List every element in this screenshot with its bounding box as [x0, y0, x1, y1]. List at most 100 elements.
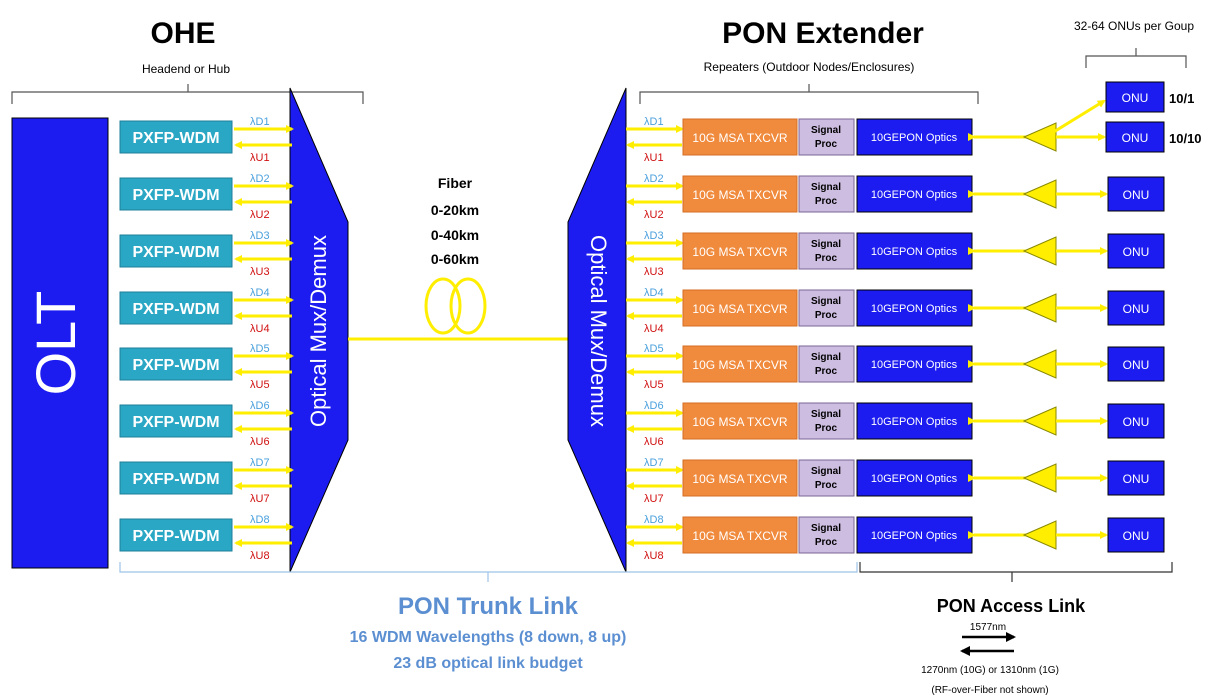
gepon-optics-label: 10GEPON Optics: [871, 303, 958, 315]
signal-proc-box: [798, 175, 855, 213]
splitter-icon: [1022, 236, 1057, 266]
extender-mux-label: Optical Mux/Demux: [586, 235, 611, 427]
gepon-optics-box: [856, 459, 973, 497]
access-down-wl: 1577nm: [970, 622, 1006, 633]
txcvr-box: [682, 232, 798, 270]
signal-proc-label-1: Signal: [811, 352, 841, 363]
extender-brace: [639, 84, 979, 104]
lambda-up-label: λU2: [644, 209, 664, 221]
pxfp-wdm-box: [119, 404, 233, 438]
onu-box: [1107, 176, 1165, 212]
lambda-down-label: λD2: [250, 173, 270, 185]
gepon-optics-box: [856, 232, 973, 270]
access-brace: [859, 562, 1173, 582]
lambda-down-label: λD8: [250, 514, 270, 526]
olt-box: [11, 117, 109, 569]
extender-mux: [567, 87, 627, 573]
signal-proc-label-1: Signal: [811, 239, 841, 250]
onu-box: [1105, 121, 1165, 153]
lambda-up-label: λU7: [250, 493, 270, 505]
signal-proc-label-1: Signal: [811, 182, 841, 193]
lambda-up-label: λU6: [644, 436, 664, 448]
pxfp-wdm-label: PXFP-WDM: [132, 414, 219, 431]
headend-mux-label: Optical Mux/Demux: [306, 235, 331, 427]
signal-proc-label-1: Signal: [811, 409, 841, 420]
signal-proc-label-1: Signal: [811, 296, 841, 307]
olt-label: OLT: [24, 291, 87, 396]
signal-proc-label-1: Signal: [811, 466, 841, 477]
txcvr-box: [682, 289, 798, 327]
lambda-up-label: λU4: [250, 323, 270, 335]
fiber-spool-right: [449, 277, 487, 335]
txcvr-box: [682, 516, 798, 554]
lambda-up-label: λU5: [250, 379, 270, 391]
onu-label: ONU: [1123, 358, 1150, 372]
pxfp-wdm-label: PXFP-WDM: [132, 130, 219, 147]
txcvr-label: 10G MSA TXCVR: [692, 415, 787, 429]
lambda-up-label: λU1: [644, 152, 664, 164]
signal-proc-label-2: Proc: [815, 139, 838, 150]
signal-proc-label-2: Proc: [815, 310, 838, 321]
lambda-down-label: λD8: [644, 514, 664, 526]
pxfp-wdm-box: [119, 120, 233, 154]
onu-group-brace: [1085, 48, 1187, 68]
txcvr-box: [682, 459, 798, 497]
gepon-optics-label: 10GEPON Optics: [871, 473, 958, 485]
pxfp-wdm-label: PXFP-WDM: [132, 471, 219, 488]
access-up-wl: 1270nm (10G) or 1310nm (1G): [921, 665, 1059, 676]
onu-label: ONU: [1122, 131, 1149, 145]
fiber-distance-1: 0-20km: [431, 202, 479, 218]
signal-proc-box: [798, 516, 855, 554]
signal-proc-label-2: Proc: [815, 196, 838, 207]
trunk-line-2: 23 dB optical link budget: [393, 655, 583, 672]
gepon-optics-label: 10GEPON Optics: [871, 530, 958, 542]
onu-group-label: 32-64 ONUs per Goup: [1074, 19, 1194, 33]
gepon-optics-box: [856, 516, 973, 554]
lambda-up-label: λU3: [644, 266, 664, 278]
signal-proc-label-2: Proc: [815, 423, 838, 434]
pxfp-wdm-label: PXFP-WDM: [132, 528, 219, 545]
pxfp-wdm-label: PXFP-WDM: [132, 244, 219, 261]
splitter-icon: [1022, 293, 1057, 323]
onu-box: [1107, 403, 1165, 439]
fiber-distance-2: 0-40km: [431, 227, 479, 243]
lambda-up-label: λU4: [644, 323, 664, 335]
splitter-icon: [1022, 463, 1057, 493]
signal-proc-label-2: Proc: [815, 253, 838, 264]
signal-proc-box: [798, 232, 855, 270]
lambda-up-label: λU8: [644, 550, 664, 562]
pxfp-wdm-box: [119, 234, 233, 268]
access-note: (RF-over-Fiber not shown): [931, 685, 1048, 696]
onu-label: ONU: [1123, 245, 1150, 259]
txcvr-label: 10G MSA TXCVR: [692, 529, 787, 543]
trunk-line-1: 16 WDM Wavelengths (8 down, 8 up): [350, 629, 627, 646]
trunk-title: PON Trunk Link: [398, 593, 579, 620]
lambda-down-label: λD4: [644, 287, 664, 299]
lambda-down-label: λD2: [644, 173, 664, 185]
lambda-down-label: λD5: [644, 343, 664, 355]
signal-proc-label-2: Proc: [815, 480, 838, 491]
splitter-icon: [1022, 406, 1057, 436]
lambda-up-label: λU5: [644, 379, 664, 391]
onu-top-label: ONU: [1122, 91, 1149, 105]
pxfp-wdm-box: [119, 291, 233, 325]
onu-box: [1107, 290, 1165, 326]
onu-box-top: [1105, 81, 1165, 113]
signal-proc-box: [798, 118, 855, 156]
signal-proc-label-2: Proc: [815, 366, 838, 377]
txcvr-label: 10G MSA TXCVR: [692, 302, 787, 316]
txcvr-label: 10G MSA TXCVR: [692, 245, 787, 259]
extender-subtitle: Repeaters (Outdoor Nodes/Enclosures): [704, 60, 915, 74]
onu-label: ONU: [1123, 188, 1150, 202]
pxfp-wdm-label: PXFP-WDM: [132, 187, 219, 204]
gepon-optics-label: 10GEPON Optics: [871, 416, 958, 428]
rate-10-10: 10/10: [1169, 131, 1202, 146]
txcvr-label: 10G MSA TXCVR: [692, 188, 787, 202]
gepon-optics-label: 10GEPON Optics: [871, 359, 958, 371]
gepon-optics-label: 10GEPON Optics: [871, 246, 958, 258]
lambda-up-label: λU8: [250, 550, 270, 562]
onu-label: ONU: [1123, 415, 1150, 429]
signal-proc-box: [798, 402, 855, 440]
signal-proc-box: [798, 289, 855, 327]
